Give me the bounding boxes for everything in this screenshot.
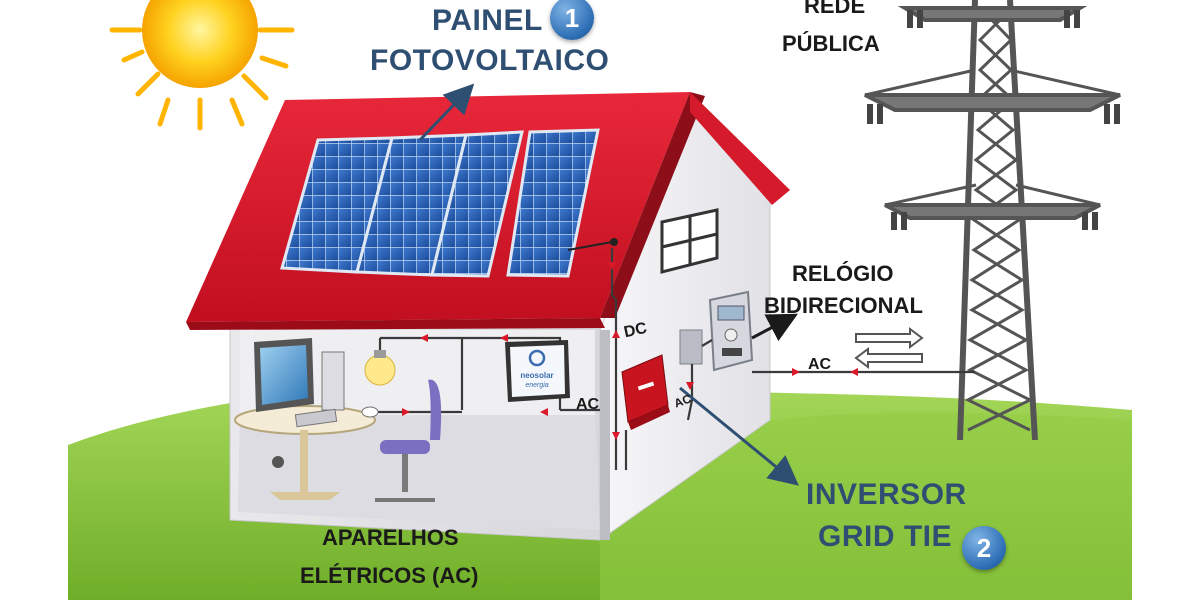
wall-outlet [272,456,284,468]
meter-icon [708,290,754,372]
callout-arrows [418,83,799,486]
rede-label-line2: PÚBLICA [782,31,880,56]
junction-box [679,329,703,365]
ac-room-label: AC [576,396,600,413]
current-flow-arrows [402,262,858,440]
bidirectional-arrows-icon [854,327,924,369]
ac-grid-label: AC [808,356,832,373]
computer-icon [234,338,379,500]
sun-icon [109,0,295,131]
rede-label-line1: REDE [804,0,866,18]
transmission-tower-icon [864,0,1121,441]
inverter-icon [621,354,670,430]
monitoring-display: neosolar energia [505,340,570,402]
painel-number-badge: 1 [550,0,594,40]
painel-label-line1: PAINEL [432,4,543,37]
chair-icon [375,379,442,502]
lamp-icon [364,338,396,386]
inversor-label-line1: INVERSOR [806,478,967,511]
monitor-brand-line1: neosolar [520,371,553,380]
monitor-brand-line2: energia [525,382,548,389]
relogio-label-line1: RELÓGIO [792,261,894,286]
right-letterbox [1132,0,1200,600]
inversor-number-badge: 2 [962,526,1006,570]
aparelhos-label-line1: APARELHOS [322,525,459,550]
aparelhos-label-line2: ELÉTRICOS (AC) [300,563,479,588]
solar-panel-icon [280,128,618,278]
left-letterbox [0,0,68,600]
relogio-label-line2: BIDIRECIONAL [764,293,923,318]
window [660,208,719,274]
inversor-label-line2: GRID TIE [818,520,953,553]
painel-label-line2: FOTOVOLTAICO [370,44,610,77]
